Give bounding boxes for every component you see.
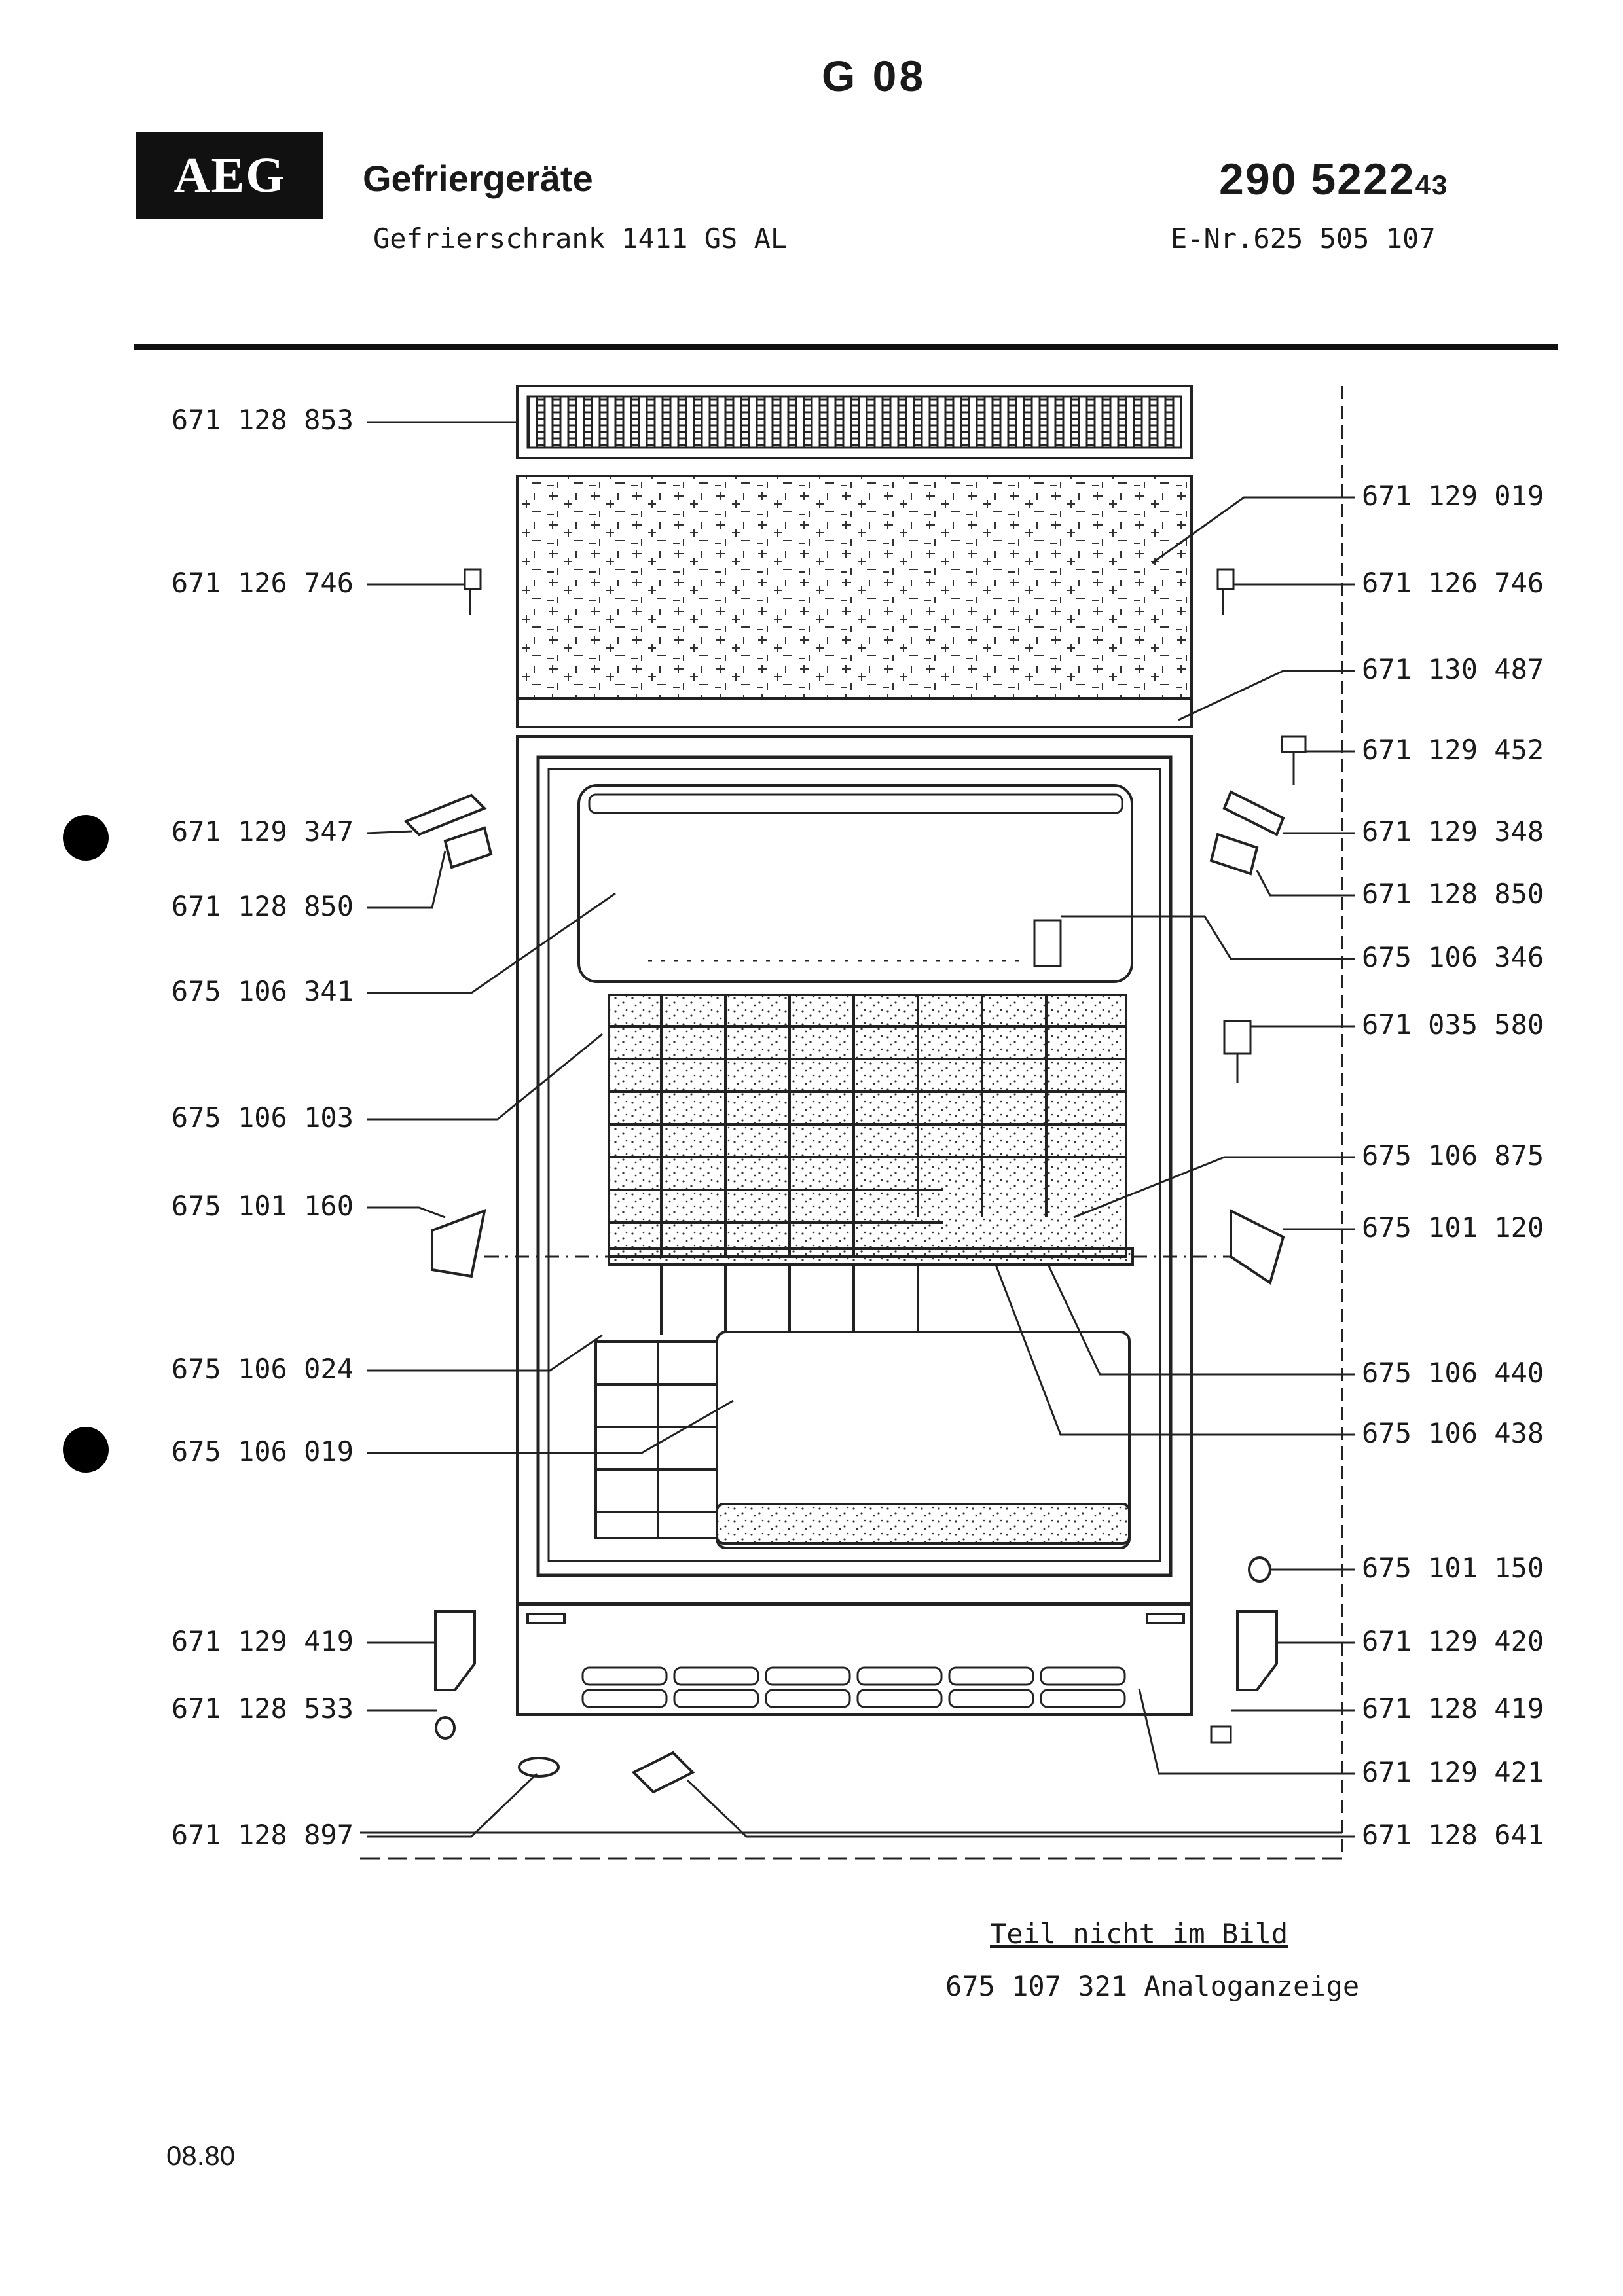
part-label-left: 671 126 746 [171,567,354,599]
part-label-left: 671 128 850 [171,890,354,922]
part-label-right: 675 101 150 [1362,1552,1544,1584]
part-label-left: 675 106 024 [171,1353,354,1385]
document-number-main: 290 5222 [1219,154,1415,204]
model-name: Gefrierschrank 1411 GS AL [373,223,788,255]
part-label-right: 671 126 746 [1362,567,1544,599]
document-number-suffix: 43 [1415,170,1449,200]
part-label-right: 671 129 019 [1362,480,1544,512]
part-label-right: 671 128 419 [1362,1693,1544,1725]
print-date: 08.80 [166,2140,236,2171]
part-label-right: 671 035 580 [1362,1009,1544,1041]
part-label-right: 671 129 420 [1362,1625,1544,1657]
part-label-right: 671 128 641 [1362,1819,1544,1851]
binder-hole-top [63,815,109,861]
note-item: 675 107 321 Analoganzeige [945,1970,1360,2002]
part-label-right: 675 106 346 [1362,941,1544,973]
part-label-right: 675 106 875 [1362,1139,1544,1172]
part-label-left: 671 129 347 [171,816,354,848]
part-label-left: 675 101 160 [171,1190,354,1222]
part-label-right: 675 106 438 [1362,1417,1544,1449]
part-label-left: 671 129 419 [171,1625,354,1657]
category-title: Gefriergeräte [363,158,593,199]
part-label-right: 671 130 487 [1362,653,1544,685]
part-label-left: 675 106 103 [171,1102,354,1134]
part-label-left: 675 106 019 [171,1435,354,1467]
sheet-code: G 08 [822,52,926,100]
note-title: Teil nicht im Bild [990,1918,1288,1950]
part-label-left: 671 128 533 [171,1693,354,1725]
part-label-right: 675 106 440 [1362,1357,1544,1389]
part-label-right: 671 129 452 [1362,734,1544,766]
part-label-right: 675 101 120 [1362,1211,1544,1244]
part-label-left: 671 128 853 [171,404,354,436]
part-label-right: 671 128 850 [1362,878,1544,910]
part-label-left: 671 128 897 [171,1819,354,1851]
part-label-left: 675 106 341 [171,975,354,1007]
header-rule [134,344,1558,350]
part-label-right: 671 129 421 [1362,1756,1544,1788]
binder-hole-bottom [63,1427,109,1473]
e-number: E-Nr.625 505 107 [1171,223,1436,255]
part-label-right: 671 129 348 [1362,816,1544,848]
aeg-logo: AEG [136,132,323,219]
document-number: 290 522243 [1219,154,1448,205]
